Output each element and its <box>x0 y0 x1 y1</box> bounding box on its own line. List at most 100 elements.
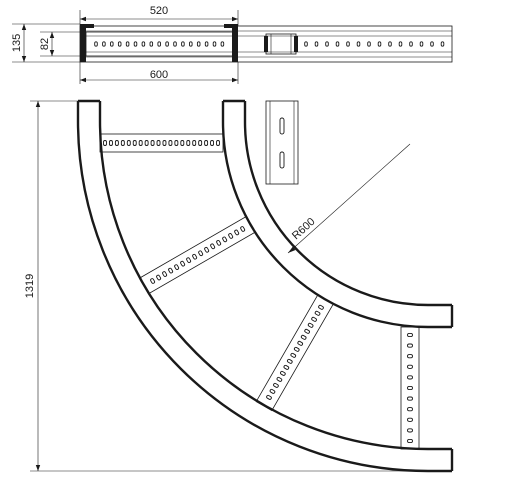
rung-hole-row <box>103 140 220 146</box>
perforation-hole <box>138 140 143 146</box>
perforation-hole <box>367 41 371 47</box>
rung-horizontal <box>99 133 224 153</box>
plate-slot <box>279 117 285 135</box>
perforation-hole <box>174 264 180 270</box>
perforation-hole <box>220 41 225 47</box>
perforation-hole <box>407 407 413 412</box>
perforation-hole <box>356 41 361 47</box>
perforation-hole <box>192 253 198 260</box>
dim-heights: 135 82 <box>11 23 80 63</box>
rung-hole-row <box>150 226 246 284</box>
perforation-hole <box>210 140 215 146</box>
radius-label: R600 <box>290 216 318 242</box>
perforation-hole <box>273 382 279 388</box>
perforation-hole <box>196 41 201 47</box>
inner-rail-inner-edge <box>221 101 452 329</box>
perforation-hole <box>228 233 234 239</box>
dim-total-height: 1319 <box>24 100 428 472</box>
perforation-hole <box>407 375 413 380</box>
perforation-hole <box>125 41 130 47</box>
rung-hole-row <box>407 332 413 444</box>
perforation-hole <box>216 240 222 246</box>
perforation-hole <box>181 41 185 47</box>
perforation-hole <box>407 417 413 422</box>
perforation-hole <box>186 140 191 146</box>
perforation-hole <box>419 41 424 47</box>
side-view <box>79 24 453 63</box>
perforation-hole <box>307 322 314 328</box>
perforation-hole <box>120 140 125 146</box>
perforation-hole <box>174 140 179 146</box>
rung-vertical <box>400 326 420 450</box>
perforation-hole <box>150 278 156 284</box>
plate-slot <box>279 151 285 169</box>
perforation-hole <box>222 236 228 243</box>
rung-diagonal-upper <box>138 216 256 295</box>
perforation-hole <box>108 140 113 146</box>
perforation-hole <box>314 310 321 316</box>
dim-label-height-outer: 135 <box>11 34 23 52</box>
side-hole-row <box>94 41 445 47</box>
perforation-hole <box>149 41 154 47</box>
perforation-hole <box>216 140 220 146</box>
perforation-hole <box>173 41 177 47</box>
perforation-hole <box>304 328 310 334</box>
perforation-hole <box>335 41 340 47</box>
perforation-hole <box>126 140 131 146</box>
perforation-hole <box>325 41 329 47</box>
perforation-hole <box>198 140 203 146</box>
dim-label-top-width: 520 <box>150 5 168 17</box>
perforation-hole <box>280 370 286 376</box>
perforation-hole <box>409 41 413 47</box>
profile-flange-right <box>232 26 238 62</box>
perforation-hole <box>240 226 246 232</box>
perforation-hole <box>377 41 382 47</box>
perforation-hole <box>114 140 119 146</box>
perforation-hole <box>144 140 149 146</box>
perforation-hole <box>311 316 317 322</box>
perforation-hole <box>407 332 413 338</box>
perforation-hole <box>102 41 106 47</box>
perforation-hole <box>132 140 137 146</box>
perforation-hole <box>346 41 350 47</box>
perforation-hole <box>304 41 308 47</box>
perforation-hole <box>407 396 413 401</box>
dim-label-height-inner: 82 <box>39 38 51 50</box>
perforation-hole <box>286 358 293 364</box>
perforation-hole <box>204 140 209 146</box>
perforation-hole <box>110 41 114 47</box>
perforation-hole <box>180 140 185 146</box>
perforation-hole <box>407 354 413 359</box>
perforation-hole <box>318 304 324 310</box>
perforation-hole <box>180 260 186 267</box>
perforation-hole <box>150 140 155 146</box>
perforation-hole <box>162 140 167 146</box>
perforation-hole <box>314 41 319 47</box>
perforation-hole <box>269 388 276 394</box>
dim-bottom-width: 600 <box>79 62 239 84</box>
perforation-hole <box>407 428 413 433</box>
perforation-hole <box>300 334 307 340</box>
rung-hole-row <box>266 304 324 400</box>
perforation-hole <box>156 274 162 281</box>
outer-rail-inner-edge <box>98 101 452 451</box>
perforation-hole <box>204 41 209 47</box>
dim-label-total-height: 1319 <box>24 274 36 298</box>
perforation-hole <box>133 41 138 47</box>
perforation-hole <box>186 257 192 264</box>
perforation-hole <box>212 41 217 47</box>
perforation-hole <box>189 41 193 47</box>
side-connector <box>265 33 297 55</box>
perforation-hole <box>407 438 413 444</box>
profile-flange-left <box>80 26 86 62</box>
perforation-hole <box>157 41 161 47</box>
perforation-hole <box>388 41 392 47</box>
inner-rail-outer-edge <box>243 101 452 307</box>
perforation-hole <box>297 340 304 346</box>
perforation-hole <box>156 140 161 146</box>
perforation-hole <box>234 229 240 236</box>
perforation-hole <box>168 140 173 146</box>
perforation-hole <box>168 267 174 274</box>
